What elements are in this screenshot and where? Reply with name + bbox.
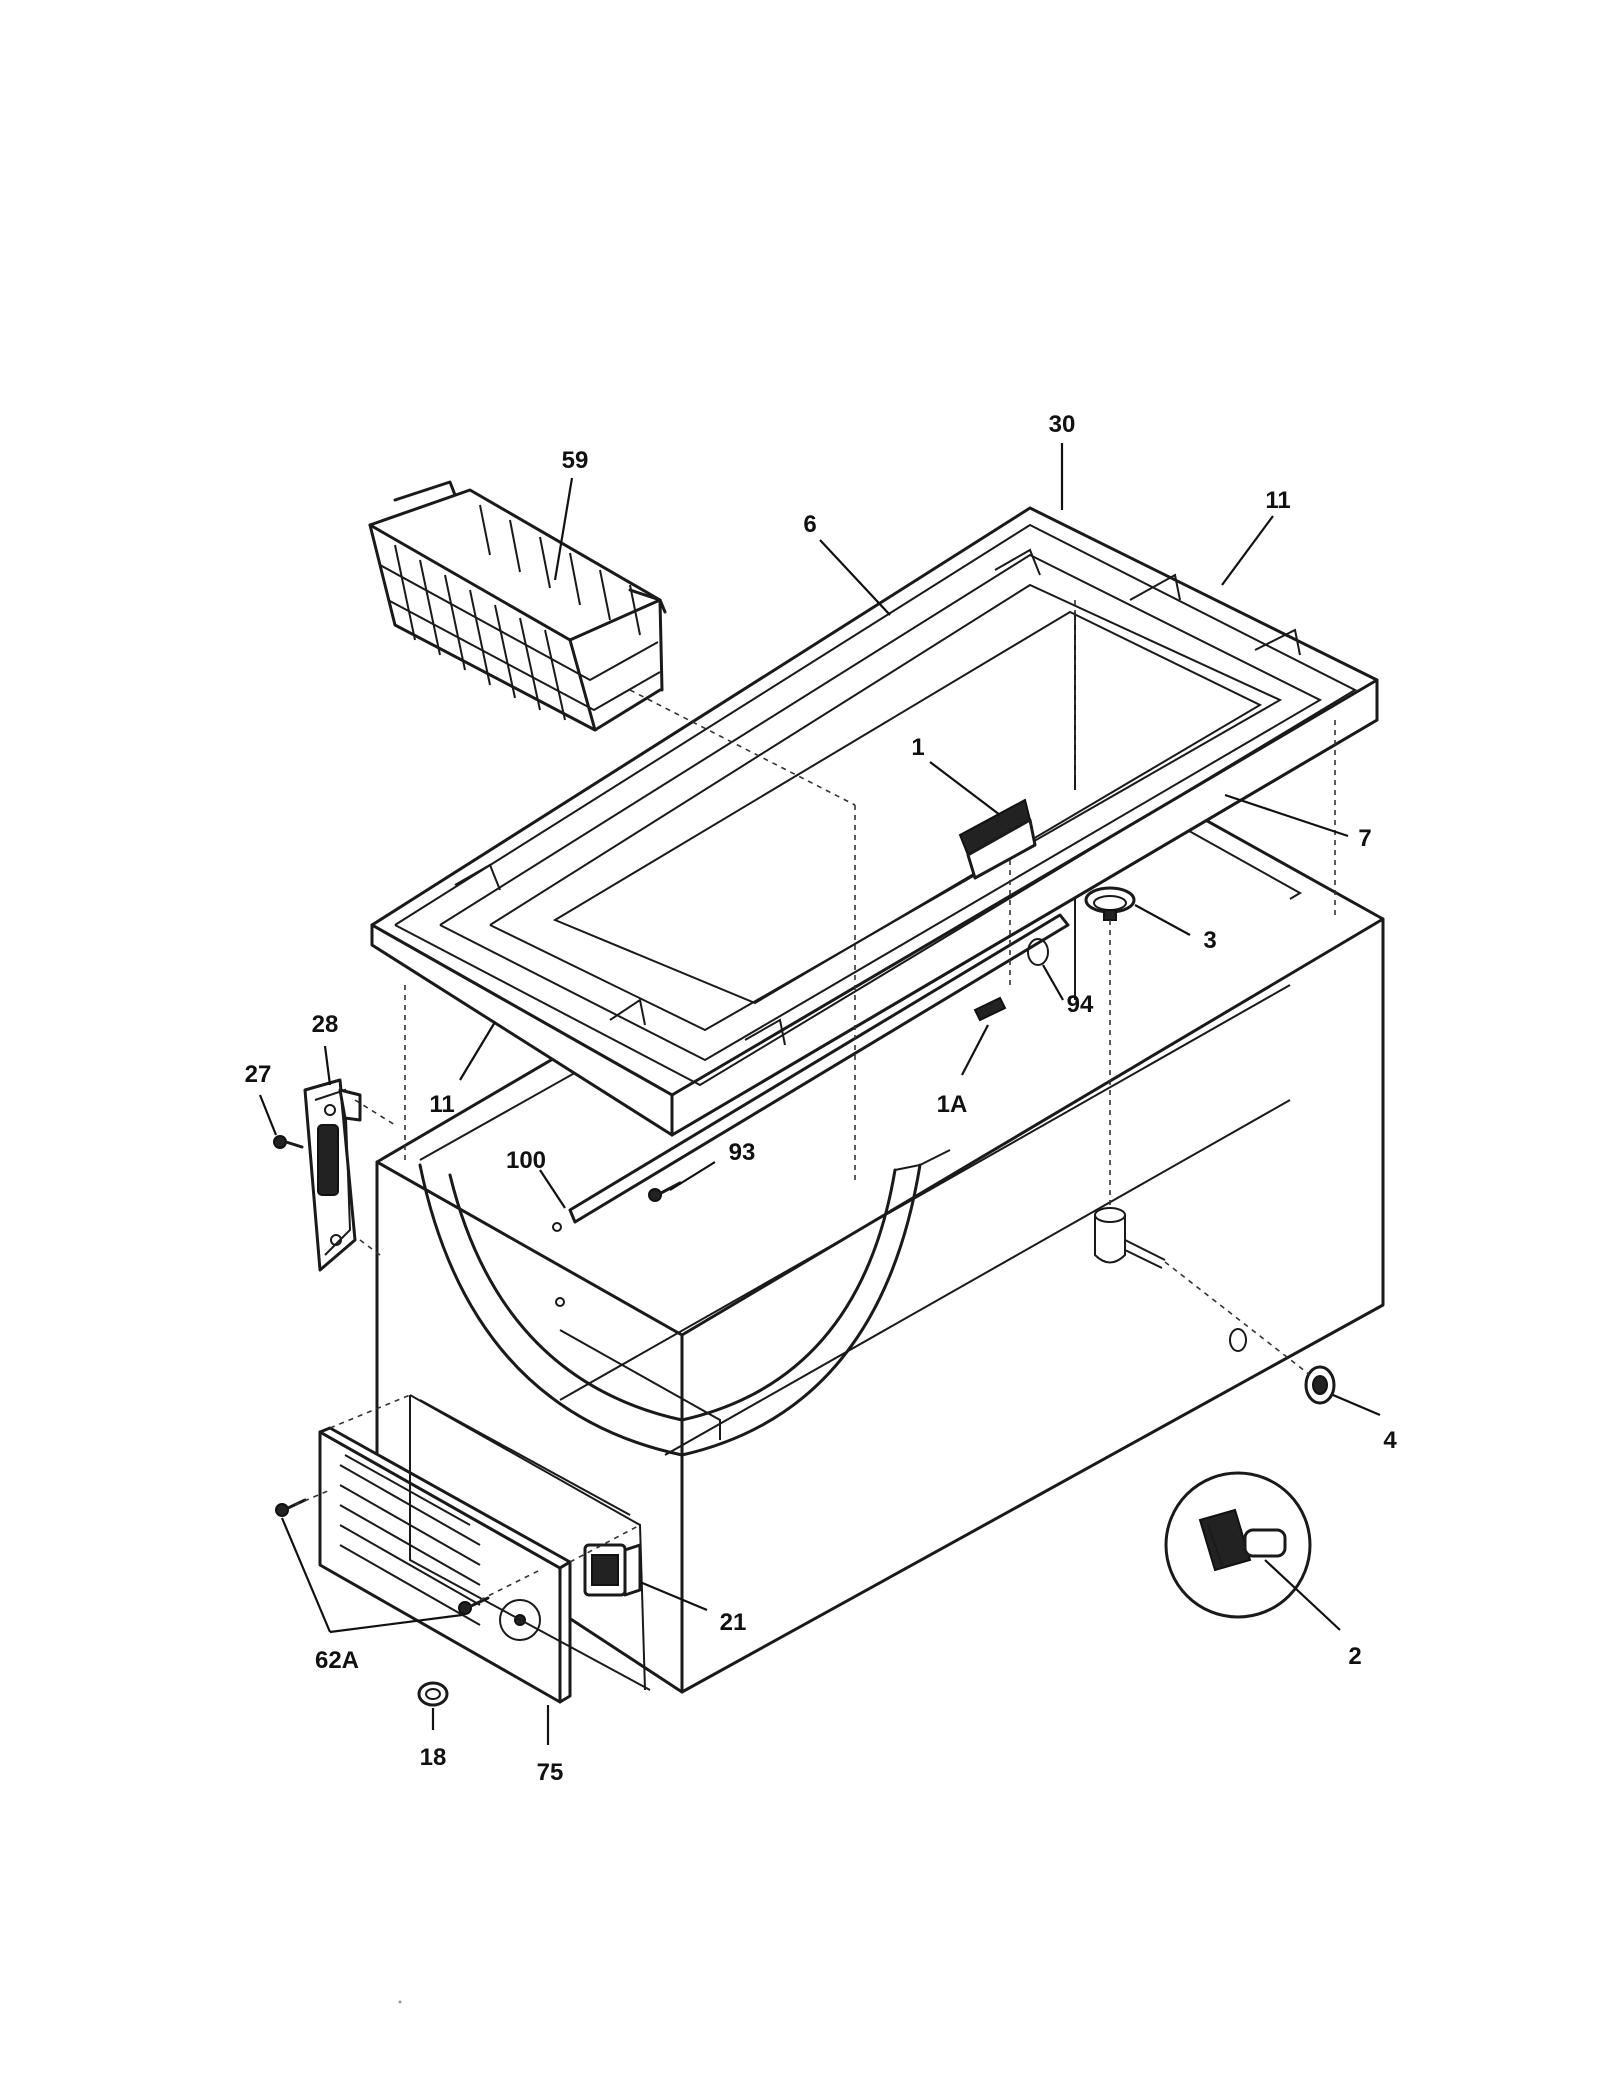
leader-lines xyxy=(258,443,1381,1745)
callout-59: 59 xyxy=(562,447,589,474)
lid-frame xyxy=(370,506,1379,1224)
callout-18: 18 xyxy=(420,1744,447,1771)
callout-labels: 30 59 11 6 1 7 3 94 1A 28 27 11 100 93 4… xyxy=(245,411,1398,1786)
grille-panel xyxy=(275,1426,572,1704)
scan-speck xyxy=(398,2000,402,2004)
thermostat-control xyxy=(583,1543,642,1597)
callout-2: 2 xyxy=(1348,1643,1361,1670)
assembly-dash-lines xyxy=(294,600,1336,1601)
callout-27: 27 xyxy=(245,1061,272,1088)
callout-3: 3 xyxy=(1203,927,1216,954)
wire-basket xyxy=(368,480,667,732)
callout-30: 30 xyxy=(1049,411,1076,438)
callout-7: 7 xyxy=(1358,825,1371,852)
callout-21: 21 xyxy=(720,1609,747,1636)
callout-1: 1 xyxy=(911,734,924,761)
callout-93: 93 xyxy=(729,1139,756,1166)
callout-100: 100 xyxy=(506,1147,546,1174)
callout-11-bottom: 11 xyxy=(429,1091,454,1118)
callout-6: 6 xyxy=(803,511,816,538)
front-recess xyxy=(409,1394,651,1691)
callout-4: 4 xyxy=(1383,1427,1397,1454)
inset-drain-fitting xyxy=(1164,1471,1312,1619)
callout-94: 94 xyxy=(1067,991,1094,1018)
callout-11-top: 11 xyxy=(1265,487,1290,514)
callout-62A: 62A xyxy=(315,1647,359,1674)
callout-1A: 1A xyxy=(937,1091,968,1118)
callout-75: 75 xyxy=(537,1759,564,1786)
hinge-assembly xyxy=(273,1078,362,1272)
callout-28: 28 xyxy=(312,1011,339,1038)
